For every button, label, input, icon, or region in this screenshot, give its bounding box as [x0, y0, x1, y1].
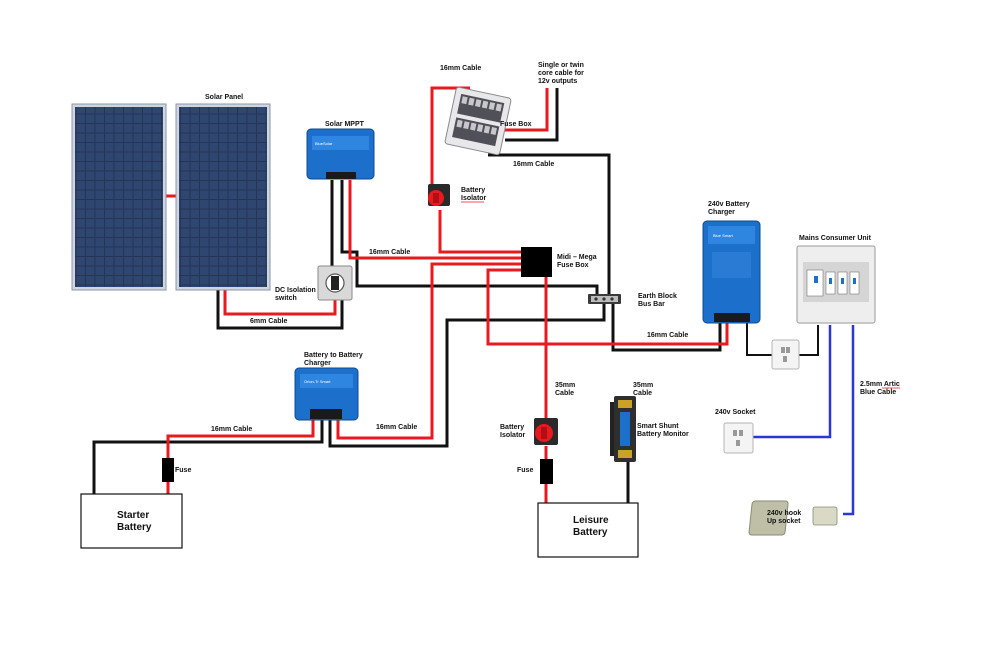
label-fuse-box: Fuse Box [500, 121, 532, 128]
label-starter-battery-1: Starter [117, 510, 149, 521]
fuse-leisure [540, 459, 553, 484]
label-240v-socket: 240v Socket [715, 409, 756, 416]
solar-panel-right [175, 103, 271, 291]
leisure-battery [537, 502, 639, 558]
label-35mm-left-2: Cable [555, 390, 574, 397]
label-midi-mega-1: Midi – Mega [557, 254, 597, 261]
label-16mm-cable-charger: 16mm Cable [647, 332, 688, 339]
label-6mm-cable: 6mm Cable [250, 318, 287, 325]
mains-link-wires [746, 322, 819, 356]
hookup-socket-240v [748, 500, 838, 536]
label-charger-240-1: 240v Battery [708, 201, 750, 208]
label-arctic-cable-2: Blue Cable [860, 389, 896, 396]
label-leisure-battery-2: Battery [573, 527, 608, 538]
label-twin-core-3: 12v outputs [538, 78, 577, 85]
label-earth-block-1: Earth Block [638, 293, 677, 300]
label-35mm-right-2: Cable [633, 390, 652, 397]
socket-240v [723, 422, 754, 454]
label-leisure-battery-1: Leisure [573, 515, 609, 526]
label-arctic-cable-1: 2.5mm Artic [860, 381, 900, 388]
battery-charger-240v: Blue Smart [702, 220, 761, 324]
label-twin-core-2: core cable for [538, 70, 584, 77]
label-35mm-left-1: 35mm [555, 382, 575, 389]
label-solar-mppt: Solar MPPT [325, 121, 365, 128]
label-battery-isolator-top-2: Isolator [461, 195, 487, 202]
solar-panel-left [71, 103, 167, 291]
label-battery-isolator-bottom-1: Battery [500, 424, 524, 431]
label-16mm-cable-fusebox: 16mm Cable [513, 161, 554, 168]
label-dc-isolation-2: switch [275, 295, 297, 302]
svg-text:Blue Smart: Blue Smart [713, 233, 734, 238]
smart-shunt [610, 396, 636, 462]
battery-to-battery-charger: Orion-Tr Smart [294, 367, 359, 421]
label-smart-shunt-2: Battery Monitor [637, 431, 689, 438]
label-charger-240-2: Charger [708, 209, 735, 216]
label-b2b-2: Charger [304, 360, 331, 367]
svg-text:Orion-Tr Smart: Orion-Tr Smart [304, 379, 331, 384]
label-earth-block-2: Bus Bar [638, 301, 665, 308]
label-fuse-left: Fuse [175, 467, 191, 474]
midi-mega-fuse-box [521, 247, 552, 277]
label-solar-panel: Solar Panel [205, 94, 243, 101]
label-starter-battery-2: Battery [117, 522, 152, 533]
label-16mm-cable-midi: 16mm Cable [369, 249, 410, 256]
label-hookup-1: 240v hook [767, 510, 801, 517]
label-dc-isolation: DC Isolation [275, 287, 316, 294]
solar-mppt-device: BlueSolar [306, 128, 375, 180]
label-midi-mega-2: Fuse Box [557, 262, 589, 269]
label-fuse-right: Fuse [517, 467, 533, 474]
label-twin-core-1: Single or twin [538, 62, 584, 69]
battery-isolator-bottom [534, 418, 558, 445]
label-hookup-2: Up socket [767, 518, 801, 525]
svg-text:BlueSolar: BlueSolar [315, 141, 333, 146]
labels: Solar Panel Solar MPPT DC Isolation swit… [117, 62, 900, 538]
double-socket-mains-link [771, 339, 800, 370]
label-smart-shunt-1: Smart Shunt [637, 423, 679, 430]
label-battery-isolator-bottom-2: Isolator [500, 432, 526, 439]
starter-battery [80, 493, 183, 549]
label-b2b-1: Battery to Battery [304, 352, 363, 359]
label-mains-unit: Mains Consumer Unit [799, 235, 872, 242]
fuse-starter [162, 458, 174, 482]
battery-isolator-top [428, 184, 450, 206]
earth-block-bus-bar [588, 294, 621, 304]
mains-wires [752, 325, 855, 516]
label-16mm-cable-starter: 16mm Cable [211, 426, 252, 433]
label-battery-isolator-top-1: Battery [461, 187, 485, 194]
dc-isolation-switch [317, 265, 353, 301]
label-16mm-cable-b2b: 16mm Cable [376, 424, 417, 431]
mains-consumer-unit [796, 245, 876, 324]
label-16mm-cable-top: 16mm Cable [440, 65, 481, 72]
label-35mm-right-1: 35mm [633, 382, 653, 389]
fuse-box-device [444, 86, 512, 156]
